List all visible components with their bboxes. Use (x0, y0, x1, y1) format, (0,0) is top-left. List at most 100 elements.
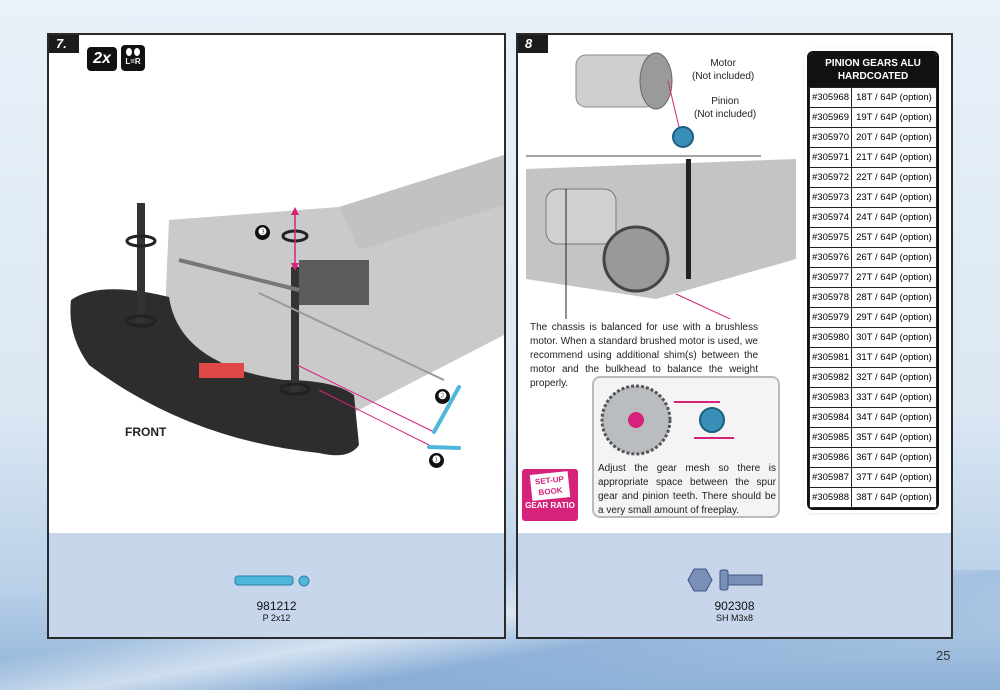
pinion-callout: Pinion (Not included) (694, 95, 756, 121)
motor-sub: (Not included) (692, 71, 755, 82)
arrowhead-down (291, 263, 299, 271)
callout-2: ❷ (435, 389, 450, 404)
gear-mesh-detail: Adjust the gear mesh so there is appropr… (592, 376, 780, 518)
gear-spec: 30T / 64P (option) (850, 327, 937, 348)
body-post-left (137, 203, 145, 323)
page-number: 25 (936, 648, 951, 663)
gear-spec: 24T / 64P (option) (850, 207, 937, 228)
motor-callout: Motor (Not included) (692, 57, 754, 83)
gear-spec: 35T / 64P (option) (850, 427, 937, 448)
part-description: P 2x12 (262, 613, 291, 623)
part-code: #305982 (809, 367, 852, 388)
part-code: #305984 (809, 407, 852, 428)
arrowhead-up (291, 207, 299, 215)
gear-spec: 23T / 64P (option) (850, 187, 937, 208)
part-code: #305975 (809, 227, 852, 248)
gear-spec: 29T / 64P (option) (850, 307, 937, 328)
table-title-line2: HARDCOATED (837, 71, 909, 82)
part-code: #305970 (809, 127, 852, 148)
part-code: #305988 (809, 487, 852, 508)
step-7-panel: 7. 2x L=R F (47, 33, 506, 639)
screw-arrow (675, 293, 732, 319)
table-title-line1: PINION GEARS ALU (825, 58, 921, 69)
gear-spec: 34T / 64P (option) (850, 407, 937, 428)
part-code: #305978 (809, 287, 852, 308)
pin-2 (432, 385, 461, 434)
gear-mesh-note: Adjust the gear mesh so there is appropr… (598, 463, 776, 516)
washer-left (125, 234, 157, 248)
setup-book-badge: SET-UP BOOK GEAR RATIO (522, 469, 578, 521)
setup-book-label: GEAR RATIO (525, 501, 575, 510)
gear-mesh-illustration (600, 384, 734, 456)
pinion-label: Pinion (711, 96, 740, 107)
washer-base-right (279, 382, 311, 396)
callout-3: ❸ (255, 225, 270, 240)
gear-spec: 36T / 64P (option) (850, 447, 937, 468)
servo (299, 260, 369, 305)
pinion-sub: (Not included) (694, 109, 757, 120)
motor-body (545, 188, 617, 245)
part-number: 981212 (256, 599, 297, 613)
gear-spec: 33T / 64P (option) (850, 387, 937, 408)
gear-spec: 38T / 64P (option) (850, 487, 937, 508)
top-deck (339, 155, 504, 250)
hinge-pin (258, 292, 445, 381)
part-code: #305981 (809, 347, 852, 368)
pinion-gear-icon (672, 126, 694, 148)
spur-hub (628, 412, 644, 428)
motor-chassis-illustration (526, 159, 796, 319)
motor-label: Motor (710, 58, 736, 69)
screw-shank (727, 574, 763, 586)
screw-part-icon (687, 568, 763, 592)
part-code: #305969 (809, 107, 852, 128)
balance-note: The chassis is balanced for use with a b… (530, 322, 758, 389)
arrow-pin-2 (296, 364, 435, 433)
part-code: #305968 (809, 87, 852, 108)
part-code: #305977 (809, 267, 852, 288)
gear-spec: 18T / 64P (option) (850, 87, 937, 108)
part-code: #305985 (809, 427, 852, 448)
gear-spec: 22T / 64P (option) (850, 167, 937, 188)
washer-base-left (125, 314, 157, 328)
gear-spec: 19T / 64P (option) (850, 107, 937, 128)
pinion-icon (699, 407, 725, 433)
part-code: #305980 (809, 327, 852, 348)
part-code: #305979 (809, 307, 852, 328)
gear-spec: 26T / 64P (option) (850, 247, 937, 268)
part-code: #305974 (809, 207, 852, 228)
gear-spec: 21T / 64P (option) (850, 147, 937, 168)
part-code: #305983 (809, 387, 852, 408)
body-post-right (291, 267, 299, 395)
part-code: #305986 (809, 447, 852, 468)
pin-part-icon (234, 575, 310, 587)
step-number: 7. (49, 35, 79, 53)
part-number: 902308 (714, 599, 755, 613)
gear-spec: 27T / 64P (option) (850, 267, 937, 288)
callout-1: ❶ (429, 453, 444, 468)
arrow-pin-1 (318, 389, 430, 446)
motor-face (639, 52, 673, 110)
part-981212: 981212 P 2x12 (49, 599, 504, 623)
mirror-badge-label: L=R (125, 57, 141, 66)
gear-spec: 20T / 64P (option) (850, 127, 937, 148)
gear-spec: 28T / 64P (option) (850, 287, 937, 308)
